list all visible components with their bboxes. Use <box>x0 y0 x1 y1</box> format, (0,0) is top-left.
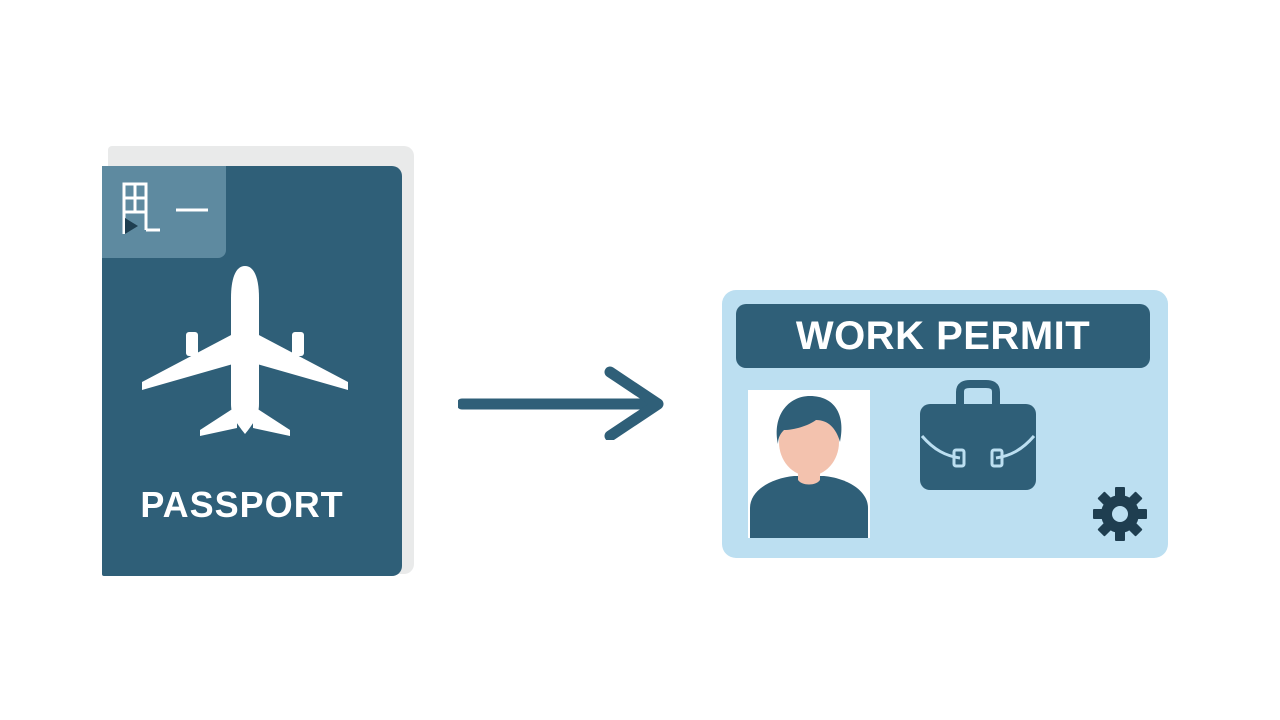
passport-emblem-icon <box>122 182 208 234</box>
gear-icon <box>1093 487 1147 541</box>
airplane-icon <box>142 266 348 436</box>
work-permit-card: WORK PERMIT <box>722 290 1168 558</box>
briefcase-icon <box>920 380 1036 490</box>
right-arrow-icon <box>458 366 664 440</box>
person-photo-icon <box>750 396 868 538</box>
passport-cover: PASSPORT <box>102 166 402 576</box>
work-permit-title: WORK PERMIT <box>795 314 1091 358</box>
work-permit-header: WORK PERMIT <box>736 304 1150 368</box>
id-photo-frame <box>748 390 870 538</box>
passport: PASSPORT <box>100 146 416 578</box>
passport-label: PASSPORT <box>140 484 344 525</box>
passport-corner-tab <box>102 166 226 258</box>
